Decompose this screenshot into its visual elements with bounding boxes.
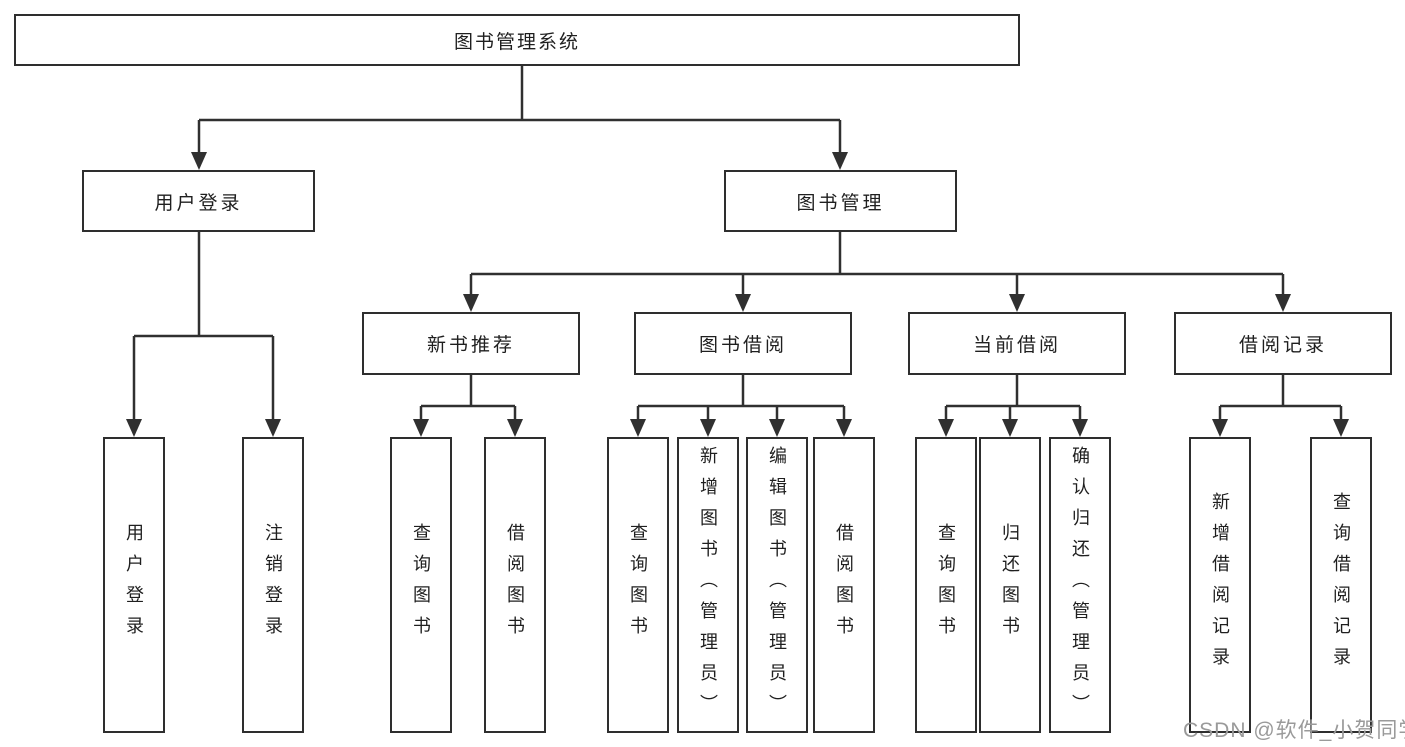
- node-label: 查询借阅记录: [1331, 492, 1351, 678]
- node-label: 借阅图书: [505, 523, 525, 647]
- arrowhead: [1333, 419, 1349, 437]
- node-label: 编辑图书（管理员）: [767, 445, 787, 725]
- csdn-watermark: CSDN @软件_小贺同学: [1183, 719, 1405, 742]
- leaf-query-books-recommend: 查询图书: [390, 437, 452, 733]
- leaf-add-borrow-record: 新增借阅记录: [1189, 437, 1251, 733]
- leaf-add-books-admin: 新增图书（管理员）: [677, 437, 739, 733]
- arrowhead: [769, 419, 785, 437]
- leaf-query-books-current: 查询图书: [915, 437, 977, 733]
- leaf-borrow-books: 借阅图书: [813, 437, 875, 733]
- leaf-borrow-books-recommend: 借阅图书: [484, 437, 546, 733]
- arrowhead: [265, 419, 281, 437]
- leaf-query-books-borrow: 查询图书: [607, 437, 669, 733]
- leaf-user-login: 用户登录: [103, 437, 165, 733]
- node-book-borrow: 图书借阅: [634, 312, 852, 375]
- connector-root-to-level2: [191, 66, 848, 170]
- node-label: 借阅记录: [1238, 335, 1327, 356]
- node-new-book-recommend: 新书推荐: [362, 312, 580, 375]
- connector-new-book-recommend-to-leaves: [413, 375, 523, 437]
- node-library-system: 图书管理系统: [14, 14, 1020, 66]
- connector-user-login-to-leaves: [126, 232, 281, 437]
- node-label: 图书借阅: [698, 335, 787, 356]
- node-label: 图书管理: [796, 192, 885, 214]
- node-book-management: 图书管理: [724, 170, 957, 232]
- arrowhead: [735, 294, 751, 312]
- node-user-login: 用户登录: [82, 170, 315, 232]
- node-label: 用户登录: [154, 192, 243, 214]
- node-label: 查询图书: [411, 523, 431, 647]
- leaf-edit-books-admin: 编辑图书（管理员）: [746, 437, 808, 733]
- arrowhead: [507, 419, 523, 437]
- arrowhead: [1275, 294, 1291, 312]
- node-label: 查询图书: [936, 523, 956, 647]
- node-label: 确认归还（管理员）: [1070, 445, 1090, 725]
- node-label: 借阅图书: [834, 523, 854, 647]
- arrowhead: [126, 419, 142, 437]
- arrowhead: [463, 294, 479, 312]
- node-label: 新增借阅记录: [1210, 492, 1230, 678]
- connector-current-borrow-to-leaves: [938, 375, 1088, 437]
- arrowhead: [630, 419, 646, 437]
- node-label: 归还图书: [1000, 523, 1020, 647]
- leaf-query-borrow-record: 查询借阅记录: [1310, 437, 1372, 733]
- node-current-borrow: 当前借阅: [908, 312, 1126, 375]
- arrowhead: [832, 152, 848, 170]
- node-label: 图书管理系统: [453, 31, 580, 53]
- connector-borrow-records-to-leaves: [1212, 375, 1349, 437]
- leaf-logout: 注销登录: [242, 437, 304, 733]
- node-label: 查询图书: [628, 523, 648, 647]
- node-label: 新增图书（管理员）: [698, 445, 718, 725]
- node-label: 用户登录: [124, 523, 144, 647]
- connector-book-borrow-to-leaves: [630, 375, 852, 437]
- arrowhead: [191, 152, 207, 170]
- leaf-return-books: 归还图书: [979, 437, 1041, 733]
- arrowhead: [1009, 294, 1025, 312]
- leaf-confirm-return-admin: 确认归还（管理员）: [1049, 437, 1111, 733]
- arrowhead: [836, 419, 852, 437]
- arrowhead: [1002, 419, 1018, 437]
- arrowhead: [413, 419, 429, 437]
- arrowhead: [1212, 419, 1228, 437]
- node-label: 当前借阅: [972, 335, 1061, 356]
- node-label: 注销登录: [263, 523, 283, 647]
- node-borrow-records: 借阅记录: [1174, 312, 1392, 375]
- arrowhead: [700, 419, 716, 437]
- arrowhead: [938, 419, 954, 437]
- arrowhead: [1072, 419, 1088, 437]
- node-label: 新书推荐: [426, 335, 515, 356]
- connector-book-management-to-level3: [463, 232, 1291, 312]
